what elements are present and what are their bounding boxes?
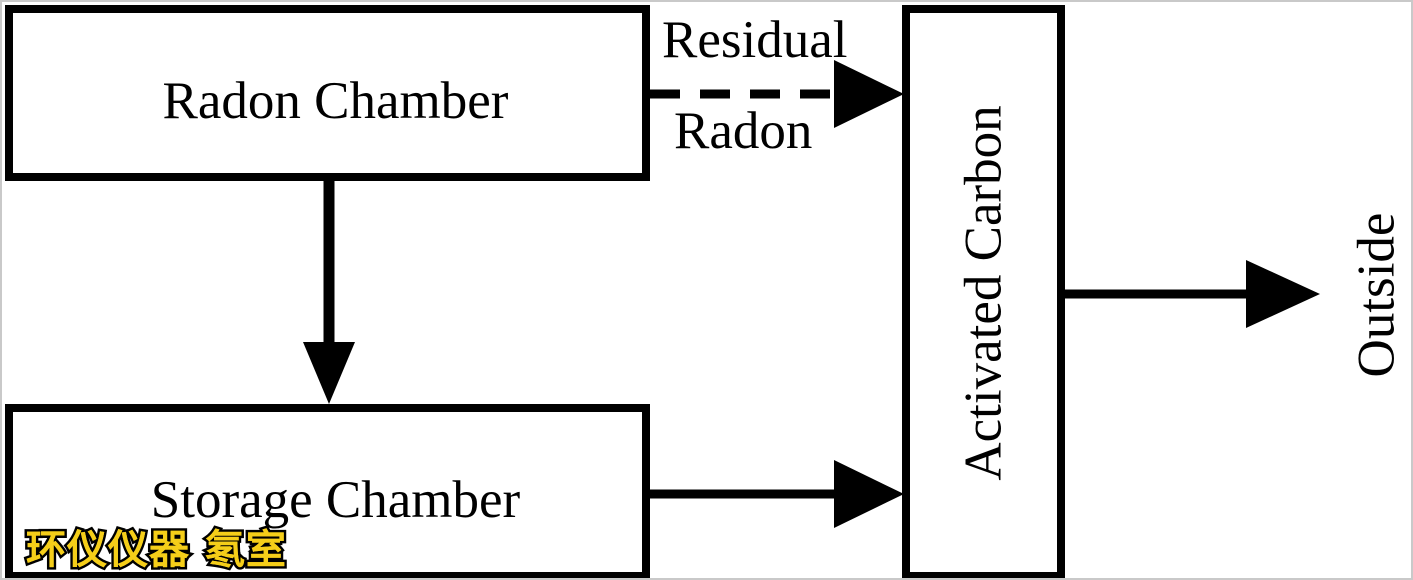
node-activated-carbon[interactable]: Activated Carbon bbox=[902, 5, 1065, 578]
node-radon-chamber[interactable]: Radon Chamber bbox=[5, 5, 650, 181]
edge-label-radon: Radon bbox=[674, 102, 813, 160]
node-storage-chamber-label: Storage Chamber bbox=[150, 470, 521, 529]
node-radon-chamber-label: Radon Chamber bbox=[162, 71, 509, 130]
watermark-text-stroke: 环仪仪器 氡室 bbox=[24, 527, 289, 573]
edge-radon-to-carbon bbox=[650, 60, 904, 128]
node-storage-chamber[interactable]: Storage Chamber bbox=[5, 404, 650, 578]
edge-carbon-to-outside bbox=[1064, 260, 1320, 328]
edge-radon-to-storage bbox=[303, 178, 355, 404]
terminal-label-outside: Outside bbox=[1347, 212, 1406, 378]
node-activated-carbon-label: Activated Carbon bbox=[954, 104, 1012, 481]
edge-label-residual: Residual bbox=[662, 11, 848, 69]
edge-storage-to-carbon bbox=[650, 460, 904, 528]
watermark-text: 环仪仪器 氡室 bbox=[26, 527, 287, 573]
